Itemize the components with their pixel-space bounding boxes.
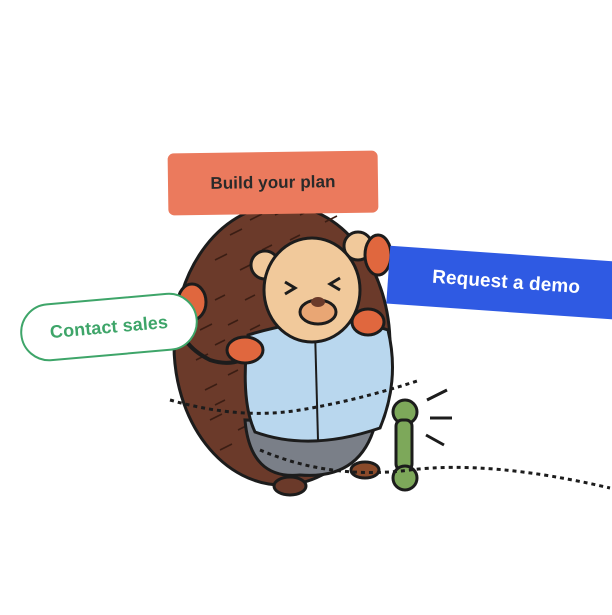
foot-left — [272, 475, 308, 497]
hedgehog-head — [249, 230, 374, 344]
phone-cord — [169, 378, 611, 490]
green-phone-icon — [391, 388, 452, 492]
foot-right — [349, 460, 381, 480]
build-plan-button[interactable]: Build your plan — [167, 150, 379, 216]
